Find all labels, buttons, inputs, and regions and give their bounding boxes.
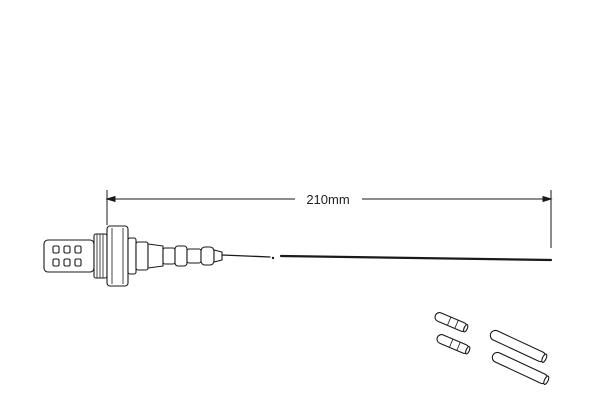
oxygen-sensor-icon bbox=[43, 225, 223, 287]
crimp-connector-icon bbox=[434, 312, 469, 333]
cable-break-mark bbox=[271, 256, 275, 260]
sensor-shield bbox=[135, 241, 149, 271]
sensor-taper bbox=[147, 243, 164, 269]
sensor-boot bbox=[200, 246, 215, 266]
sensor-thread-lines bbox=[96, 234, 104, 278]
sensor-probe-tip bbox=[43, 239, 95, 273]
sensor-thread bbox=[93, 233, 108, 279]
sensor-boot-tail bbox=[213, 249, 223, 263]
sensor-probe-slots bbox=[52, 245, 82, 267]
sensor-collar bbox=[127, 237, 137, 275]
crimp-connector-icon bbox=[489, 329, 548, 363]
crimp-connector-icon bbox=[436, 334, 471, 355]
cable-segment-short bbox=[221, 254, 271, 258]
sensor-hex-nut bbox=[106, 225, 129, 287]
sensor-grommet bbox=[174, 245, 188, 267]
dimension-arrow-left bbox=[105, 195, 116, 203]
dimension-annotation bbox=[105, 190, 553, 248]
connector-set bbox=[434, 312, 550, 385]
dimension-arrow-right bbox=[542, 195, 553, 203]
dimension-label: 210mm bbox=[306, 192, 349, 207]
sensor-neck bbox=[162, 247, 176, 265]
sensor-sleeve bbox=[186, 248, 202, 264]
crimp-connector-icon bbox=[491, 351, 550, 385]
cable-segment-long bbox=[279, 254, 553, 262]
sensor-cable bbox=[221, 254, 553, 262]
